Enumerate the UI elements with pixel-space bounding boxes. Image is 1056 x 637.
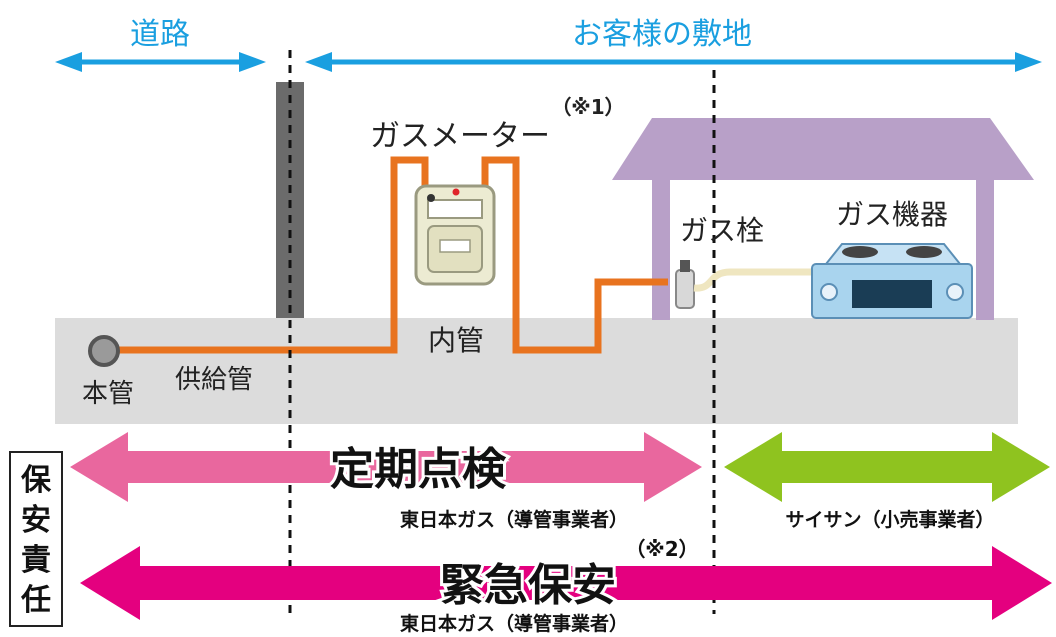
- supply-pipe-label: 供給管: [175, 365, 253, 395]
- emergency-safety-title: 緊急保安: [440, 560, 616, 611]
- inner-pipe-label: 内管: [428, 324, 484, 357]
- retailer-arrow: [724, 432, 1050, 502]
- emergency-safety-arrow: [80, 546, 1052, 620]
- periodic-inspection-org-right: サイサン（小売事業者）: [785, 508, 994, 531]
- gas-hose: [693, 268, 838, 292]
- periodic-inspection-title: 定期点検: [330, 444, 507, 495]
- gas-meter-icon: [414, 184, 496, 286]
- ground-strip: [55, 318, 1018, 424]
- note2-label: （※2）: [625, 537, 698, 561]
- pipe-line: [110, 156, 429, 354]
- gas-meter-label: ガスメーター: [370, 119, 550, 154]
- main-pipe-icon: [88, 335, 120, 367]
- road-arrow: [55, 52, 266, 72]
- emergency-safety-org: 東日本ガス（導管事業者）: [400, 612, 628, 635]
- gas-valve-label: ガス栓: [680, 214, 764, 247]
- responsibility-box: [9, 451, 63, 627]
- responsibility-label: 保安責任: [20, 463, 52, 618]
- gas-stove-icon: [811, 243, 973, 319]
- note1-label: （※1）: [551, 95, 624, 119]
- periodic-inspection-arrow: [70, 432, 702, 502]
- customer-site-label: お客様の敷地: [572, 17, 752, 52]
- pipe-line-outlet: [481, 156, 668, 354]
- gas-valve-icon: [675, 260, 695, 309]
- periodic-inspection-org-left: 東日本ガス（導管事業者）: [400, 508, 628, 531]
- customer-site-arrow: [305, 52, 1042, 72]
- gas-appliance-label: ガス機器: [836, 198, 948, 231]
- road-label: 道路: [130, 17, 190, 52]
- main-pipe-label: 本管: [82, 379, 134, 409]
